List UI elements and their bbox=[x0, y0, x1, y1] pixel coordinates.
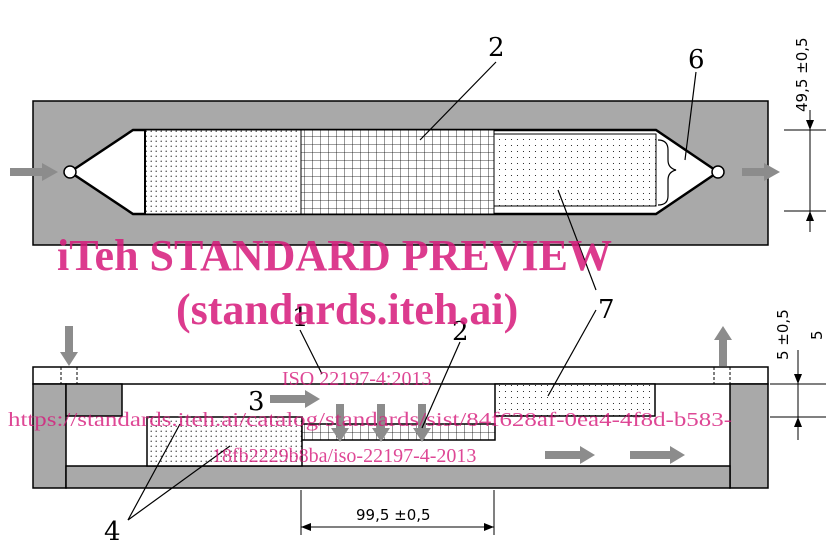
dim-bottom-right-cut: 5 bbox=[808, 330, 826, 340]
side-left-wall bbox=[32, 383, 67, 489]
side-right-wall bbox=[729, 383, 769, 489]
flow-right-arrow-2 bbox=[630, 446, 685, 464]
side-sample-grid bbox=[301, 423, 496, 441]
dim-top-right: 49,5 ±0,5 bbox=[793, 37, 811, 112]
label-7: 7 bbox=[598, 295, 615, 325]
top-right-dimension: 49,5 ±0,5 bbox=[784, 37, 826, 232]
flow-down-arrow-1 bbox=[331, 404, 349, 442]
label-1: 1 bbox=[292, 303, 309, 333]
top-outlet-arrow bbox=[742, 163, 780, 181]
label-4: 4 bbox=[104, 517, 121, 546]
watermark-url-part1: https://standards.iteh.ai/catalog/standa… bbox=[8, 409, 732, 431]
side-left-block bbox=[65, 383, 123, 417]
inlet-down-arrow bbox=[60, 326, 78, 366]
watermark-url-part2: 18fb2229b8ba/iso-22197-4-2013 bbox=[212, 445, 476, 467]
leader-6 bbox=[684, 71, 697, 161]
label-3: 3 bbox=[248, 387, 265, 417]
label-2-top: 2 bbox=[488, 33, 505, 63]
leader-7-b bbox=[547, 309, 597, 397]
flow-arrow-3 bbox=[270, 390, 320, 408]
watermark-line2: (standards.iteh.ai) bbox=[176, 285, 518, 334]
side-sample-left bbox=[146, 416, 303, 467]
flow-right-arrow-1 bbox=[545, 446, 595, 464]
leader-4-a bbox=[127, 423, 181, 521]
flow-down-arrow-2 bbox=[372, 404, 390, 442]
bottom-dimension: 99,5 ±0,5 bbox=[300, 490, 495, 535]
leader-1 bbox=[299, 329, 323, 375]
outlet-up-arrow bbox=[714, 326, 732, 366]
top-sample-grid bbox=[300, 129, 495, 215]
side-bottom-base bbox=[65, 465, 731, 489]
top-inlet-arrow bbox=[10, 163, 58, 181]
leader-2-bottom bbox=[421, 341, 461, 429]
leader-2-top bbox=[419, 61, 497, 141]
top-inlet-port bbox=[63, 165, 77, 179]
label-2-bottom: 2 bbox=[452, 317, 469, 347]
side-sample-right bbox=[494, 383, 656, 417]
label-6: 6 bbox=[688, 45, 705, 75]
watermark-line1: iTeh STANDARD PREVIEW bbox=[57, 231, 612, 280]
dim-bottom-right: 5 ±0,5 bbox=[774, 309, 792, 360]
side-view bbox=[32, 309, 769, 521]
flow-down-arrow-3 bbox=[413, 404, 431, 442]
top-outlet-port bbox=[711, 165, 725, 179]
top-sample-left bbox=[144, 129, 302, 215]
watermark-code: ISO 22197-4:2013 bbox=[282, 368, 431, 390]
brace-6 bbox=[657, 139, 677, 206]
dim-bottom: 99,5 ±0,5 bbox=[356, 506, 431, 524]
top-sample-right bbox=[493, 133, 657, 207]
side-right-dimension: 5 ±0,5 5 bbox=[770, 309, 826, 440]
leader-7-a bbox=[557, 189, 597, 291]
side-top-plate bbox=[32, 366, 769, 385]
leader-4-b bbox=[127, 445, 231, 521]
top-view bbox=[10, 61, 780, 291]
